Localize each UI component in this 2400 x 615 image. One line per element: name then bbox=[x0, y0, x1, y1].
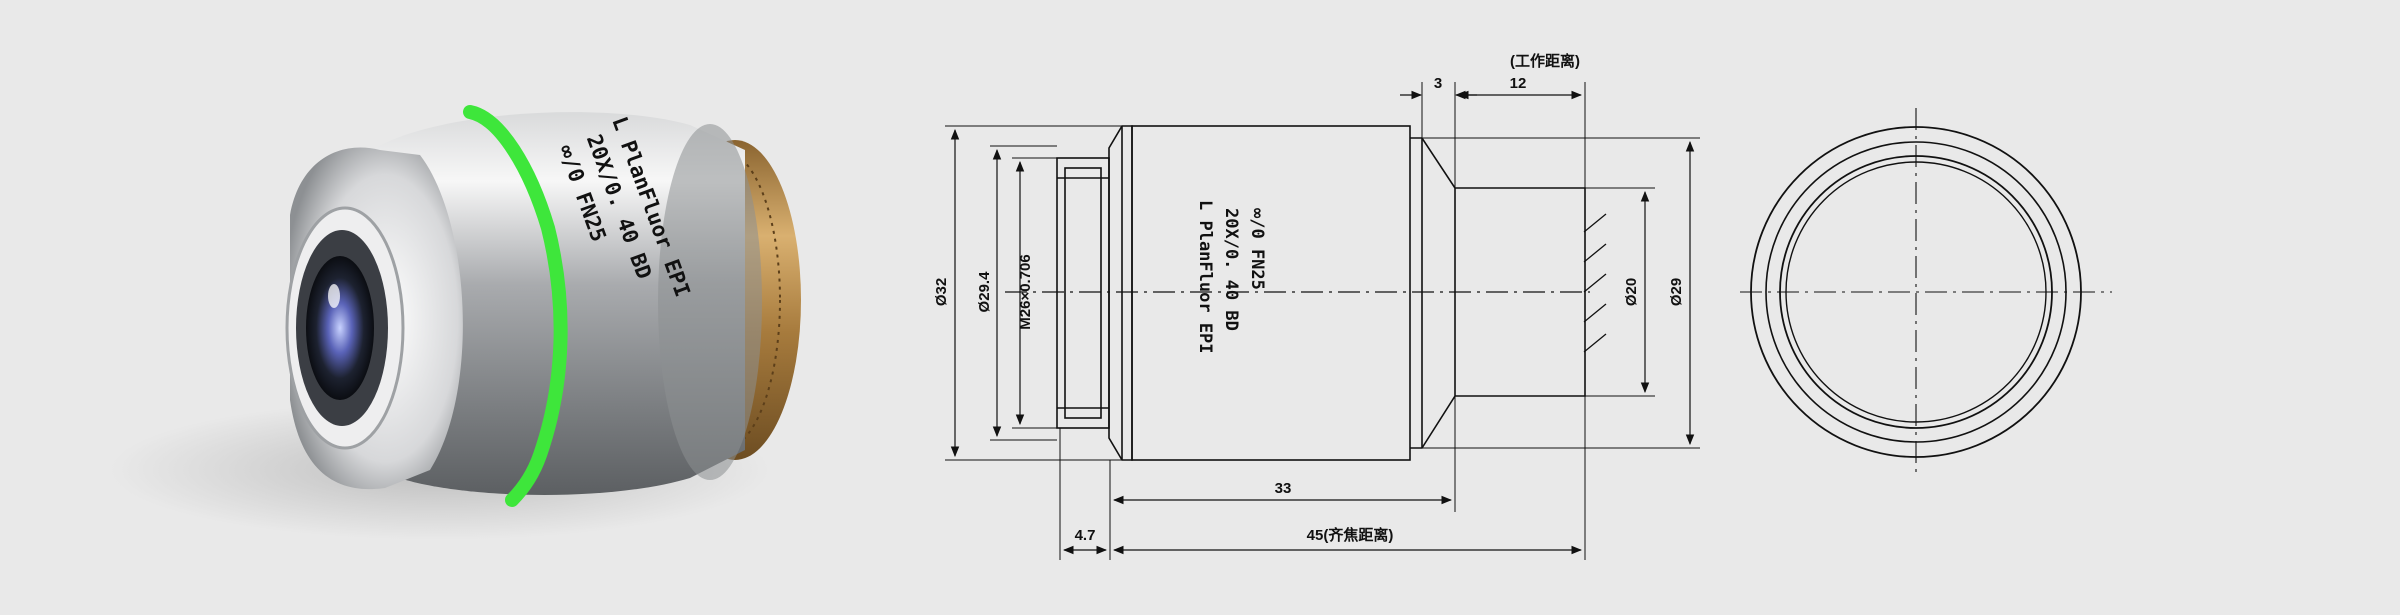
dim-4-7: 4.7 bbox=[1075, 527, 1096, 544]
drawing-engraving-line3: ∞/0 FN25 bbox=[1247, 208, 1267, 290]
dim-dia-29-4: Ø29.4 bbox=[976, 271, 993, 313]
objective-render: L PlanFluor EPI 20X/0. 40 BD ∞/0 FN25 bbox=[110, 105, 801, 540]
green-ring bbox=[463, 105, 568, 507]
dim-33: 33 bbox=[1275, 480, 1292, 497]
dim-45: 45(齐焦距离) bbox=[1307, 526, 1394, 544]
dim-3: 3 bbox=[1434, 75, 1442, 92]
drawing-engraving: L PlanFluor EPI 20X/0. 40 BD ∞/0 FN25 bbox=[1195, 200, 1267, 354]
dimension-labels: (工作距离) 3 12 33 4.7 45(齐焦距离) Ø32 Ø29.4 M2… bbox=[933, 52, 1685, 544]
front-view-drawing bbox=[1740, 108, 2112, 478]
dim-thread: M26×0.706 bbox=[1017, 254, 1034, 329]
dim-dia-29: Ø29 bbox=[1668, 278, 1685, 306]
side-view-drawing bbox=[945, 82, 1700, 560]
drawing-engraving-line2: 20X/0. 40 BD bbox=[1221, 208, 1241, 331]
dim-dia-32: Ø32 bbox=[933, 278, 950, 306]
dim-12: 12 bbox=[1510, 75, 1527, 92]
dim-dia-20: Ø20 bbox=[1623, 278, 1640, 306]
drawing-engraving-line1: L PlanFluor EPI bbox=[1195, 200, 1215, 354]
working-distance-title: (工作距离) bbox=[1510, 52, 1580, 70]
front-lens bbox=[306, 256, 374, 400]
